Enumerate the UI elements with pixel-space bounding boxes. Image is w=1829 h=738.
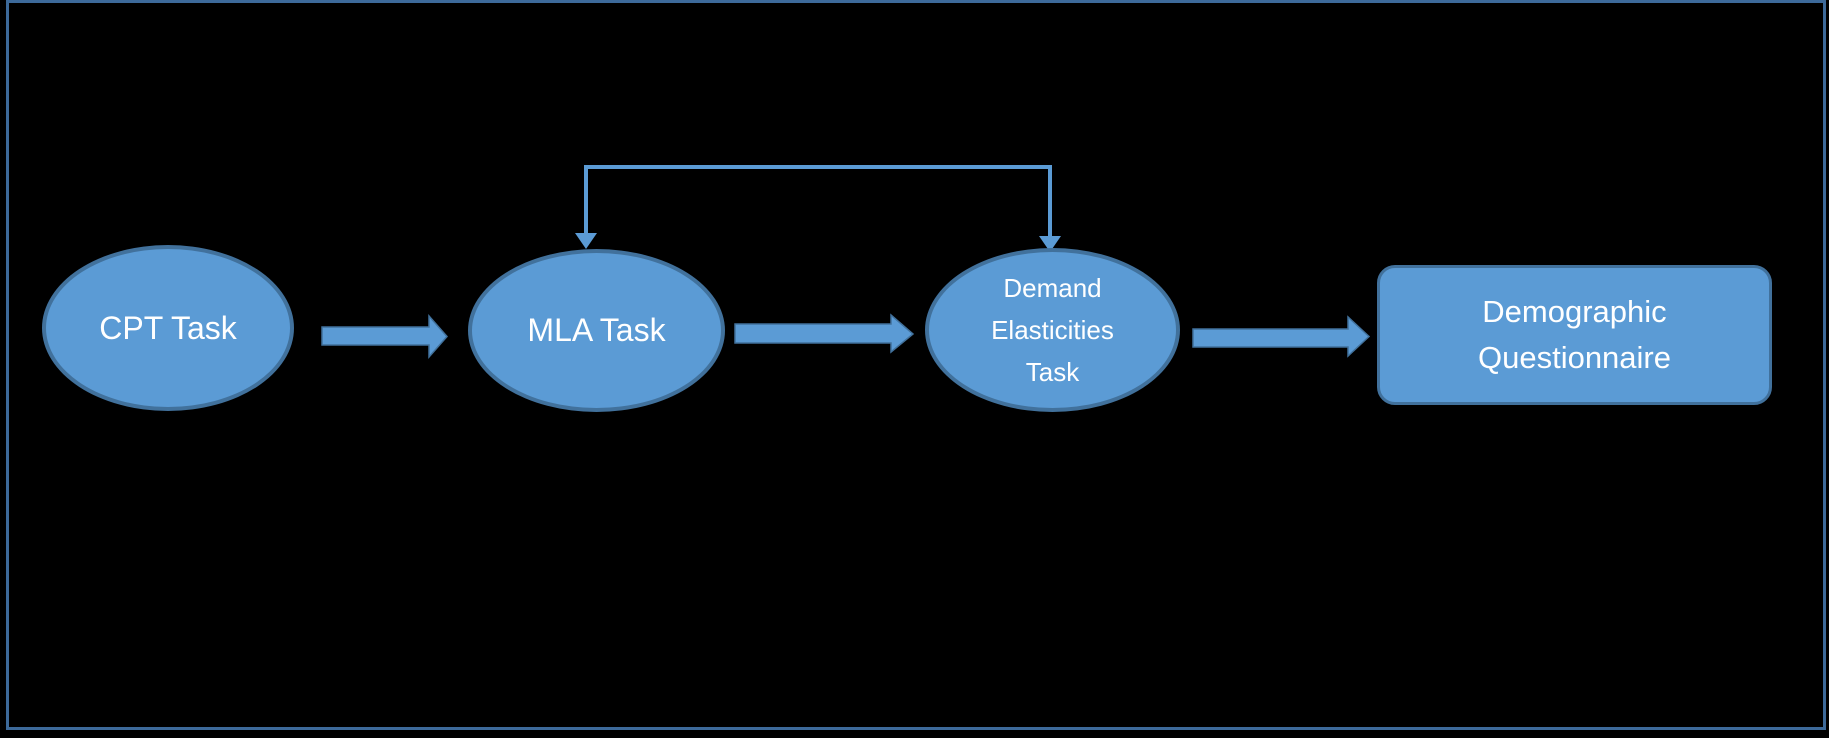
node-demographic-questionnaire-label: Demographic Questionnaire xyxy=(1477,294,1671,375)
arrow-demand-to-demographic xyxy=(1192,315,1371,358)
node-mla-task-label: MLA Task xyxy=(527,312,666,348)
arrow-cpt-to-mla xyxy=(321,314,448,359)
node-cpt-task: CPT Task xyxy=(42,245,294,411)
feedback-arrowhead-into-demand xyxy=(1039,236,1061,252)
node-cpt-task-label: CPT Task xyxy=(99,309,237,346)
arrow-mla-to-demand xyxy=(734,313,915,354)
node-demand-elasticities-task: Demand Elasticities Task xyxy=(925,248,1180,412)
feedback-connector-line xyxy=(584,165,1052,237)
node-demand-elasticities-task-label: Demand Elasticities Task xyxy=(991,273,1114,387)
node-demographic-questionnaire: Demographic Questionnaire xyxy=(1377,265,1772,405)
feedback-arrowhead-into-mla xyxy=(575,233,597,249)
node-mla-task: MLA Task xyxy=(468,249,725,412)
